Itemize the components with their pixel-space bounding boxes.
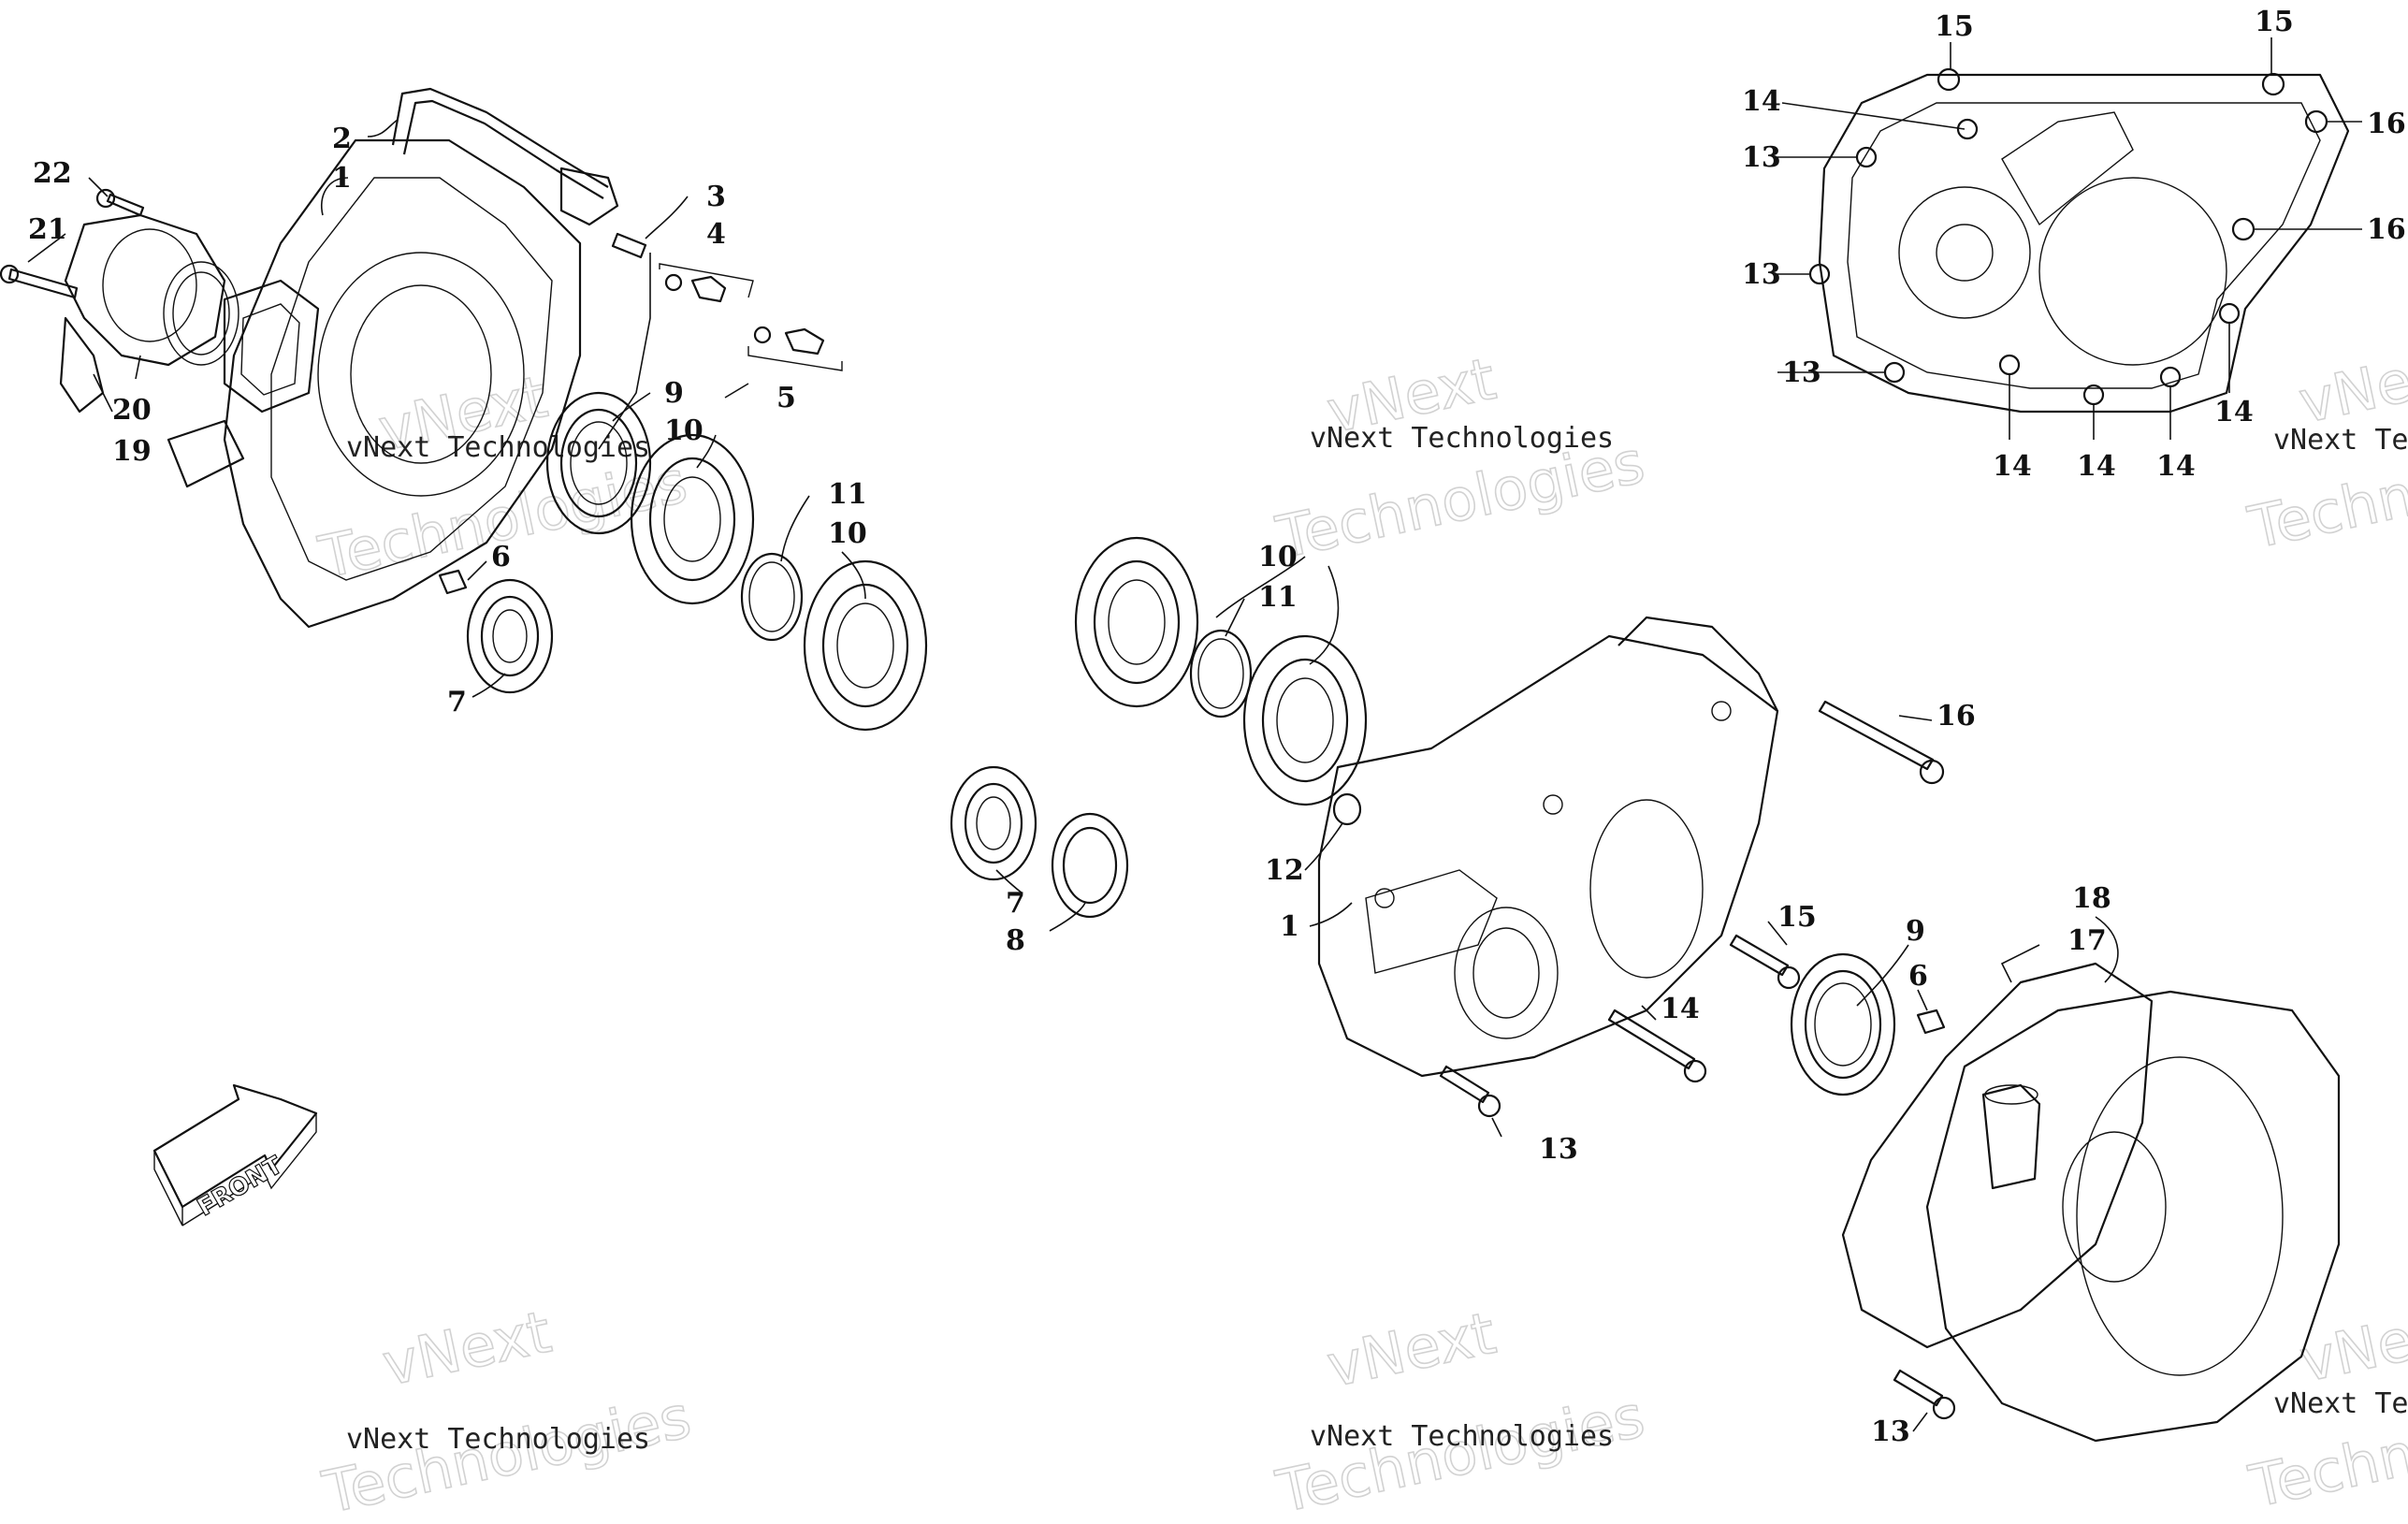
leader-lines [27,37,2362,1432]
bearing-part-10-c [1074,536,1199,708]
seal-part-9-left [545,391,652,535]
watermark-brand: vNext [2293,335,2408,437]
callout-10-a: 10 [664,414,704,447]
callout-15-inset-right: 15 [2255,6,2294,38]
watermark-brand: vNext [377,1298,557,1400]
callout-13-a: 13 [1539,1133,1578,1166]
watermark-bottom-left: vNext Technologies [316,1297,697,1524]
bolt-part-15-a [1729,934,1801,990]
callout-10-c: 10 [1258,541,1298,573]
callout-labels: 1 2 3 4 5 6 7 9 10 11 10 10 11 19 20 21 … [28,6,2406,1448]
callout-14-inset-bottom-1: 14 [1993,450,2032,483]
callout-6-right: 6 [1908,960,1928,993]
callout-7-middle: 7 [1006,887,1025,920]
bolt-part-13-a [1439,1065,1501,1118]
callout-13-b: 13 [1871,1415,1910,1448]
ring-part-11-a [740,552,804,642]
part-5-sensor [747,326,843,371]
callout-18: 18 [2072,882,2111,915]
bearing-part-10-d [1242,634,1368,806]
watermark-company: vNext Technologies [2273,424,2408,457]
callout-21: 21 [28,213,67,246]
callout-6-left: 6 [491,541,511,573]
cover-part-18 [1925,990,2341,1443]
callout-14-inset-top: 14 [1742,85,1781,118]
inset-crankcase-face [1808,67,2350,414]
callout-17: 17 [2067,924,2107,957]
oring-part-12 [1332,792,1362,826]
callout-11-b: 11 [1258,581,1298,614]
callout-9-right: 9 [1906,915,1925,948]
bolt-part-22 [95,188,145,217]
callout-12: 12 [1265,854,1304,887]
part-4-sensor [659,263,754,303]
watermark-company: vNext Technologies [2273,1387,2408,1420]
seal-part-9-right [1790,952,1896,1096]
watermark-company: vNext Technologies [1310,422,1614,455]
front-direction-arrow: FRONT [152,1083,318,1226]
watermark-company: vNext Technologies [1310,1420,1614,1453]
watermark-company: vNext Technologies [346,431,650,464]
callout-13-inset-3: 13 [1782,356,1821,389]
callout-8: 8 [1006,924,1025,957]
callout-20: 20 [112,394,152,427]
callout-5: 5 [776,382,796,414]
bolt-part-13-b [1893,1369,1956,1420]
watermark-brand: vNext [1321,1299,1501,1401]
callout-15-a: 15 [1777,901,1817,934]
ring-part-11-b [1189,629,1253,718]
callout-22: 22 [33,157,72,190]
dowel-part-6-a [438,569,468,595]
bearing-part-7-b [950,765,1037,881]
callout-16-inset-top: 16 [2367,108,2406,140]
dowel-part-6-b [1916,1009,1946,1035]
callout-3: 3 [706,181,726,213]
right-crankcase-half [1317,616,1779,1078]
seal-part-8 [1051,812,1129,919]
callout-1-left: 1 [332,162,352,195]
bearing-part-7-a [466,578,554,694]
thermostat-housing [59,213,239,414]
callout-9-left: 9 [664,377,684,410]
callout-14-inset-right: 14 [2214,396,2254,428]
callout-11-a: 11 [828,478,867,511]
watermark-brand: vNext [2294,1293,2408,1395]
gasket-part-17 [1841,962,2154,1349]
bolt-part-14-a [1607,1009,1707,1083]
bearing-part-10-a [630,433,755,605]
watermark-bottom-center: vNext Technologies [1269,1298,1650,1524]
callout-15-inset-left: 15 [1935,10,1974,43]
callout-7-left: 7 [447,686,467,718]
left-crankcase-half [167,138,582,629]
callout-1-middle: 1 [1280,910,1299,943]
callout-13-inset-1: 13 [1742,141,1781,174]
part-3-dowel [611,232,647,259]
callout-14-a: 14 [1661,993,1700,1025]
callout-16-inset-right: 16 [2367,213,2406,246]
callout-2: 2 [332,123,352,155]
front-label: FRONT [193,1152,287,1223]
watermark-company: vNext Technologies [346,1423,650,1456]
callout-16-a: 16 [1937,700,1976,733]
callout-4: 4 [706,218,726,251]
callout-19: 19 [112,435,152,468]
callout-14-inset-bottom-2: 14 [2077,450,2116,483]
bolt-part-16-a [1818,700,1945,785]
callout-14-inset-bottom-3: 14 [2156,450,2196,483]
callout-10-b: 10 [828,517,867,550]
bolt-part-21 [0,264,79,299]
callout-13-inset-2: 13 [1742,258,1781,291]
bearing-part-10-b [803,559,928,732]
part-2-pipe [391,87,619,226]
